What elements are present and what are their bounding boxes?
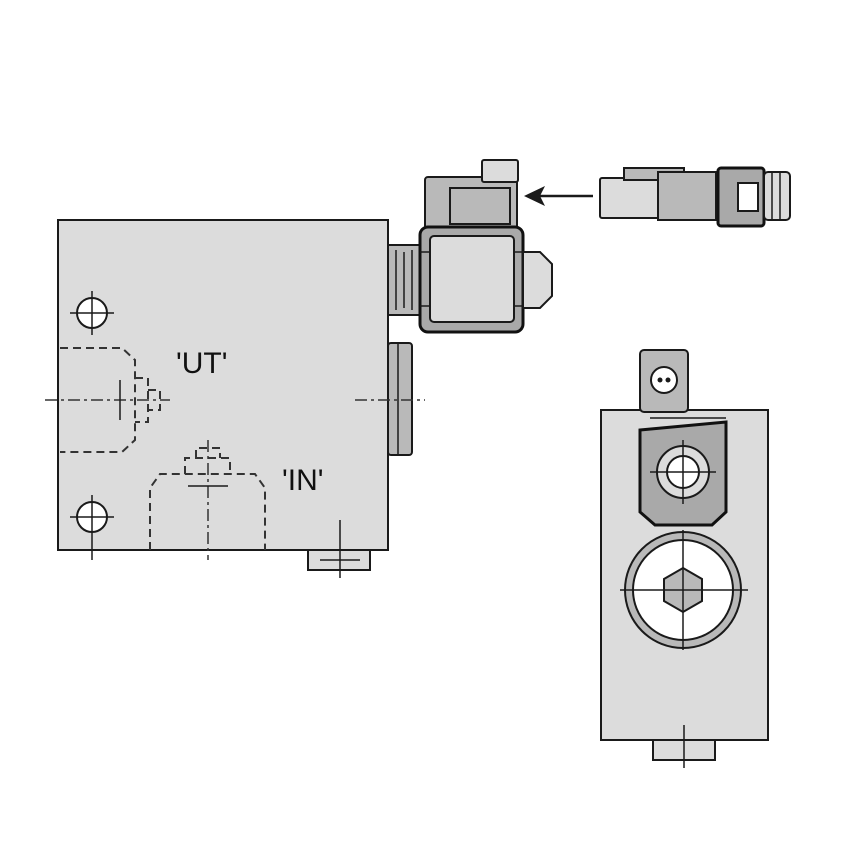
plug-connector bbox=[599, 166, 791, 228]
bottom-plug bbox=[307, 520, 371, 578]
port-in-label: 'IN' bbox=[282, 464, 323, 497]
port-in-hidden-lines bbox=[149, 440, 266, 560]
solenoid-nut bbox=[522, 251, 553, 309]
solenoid-valve bbox=[387, 159, 553, 334]
mounting-hole-top bbox=[70, 291, 114, 335]
arrow-left-icon bbox=[524, 186, 593, 206]
manifold-block-front-view: 'UT' 'IN' bbox=[45, 219, 425, 578]
port-ut-label: 'UT' bbox=[176, 347, 227, 380]
side-plug bbox=[355, 342, 425, 456]
mounting-hole-bottom bbox=[70, 495, 114, 560]
manifold-block bbox=[57, 219, 389, 551]
port-ut-hidden-lines bbox=[45, 347, 170, 453]
manifold-block-side-view bbox=[600, 349, 769, 768]
